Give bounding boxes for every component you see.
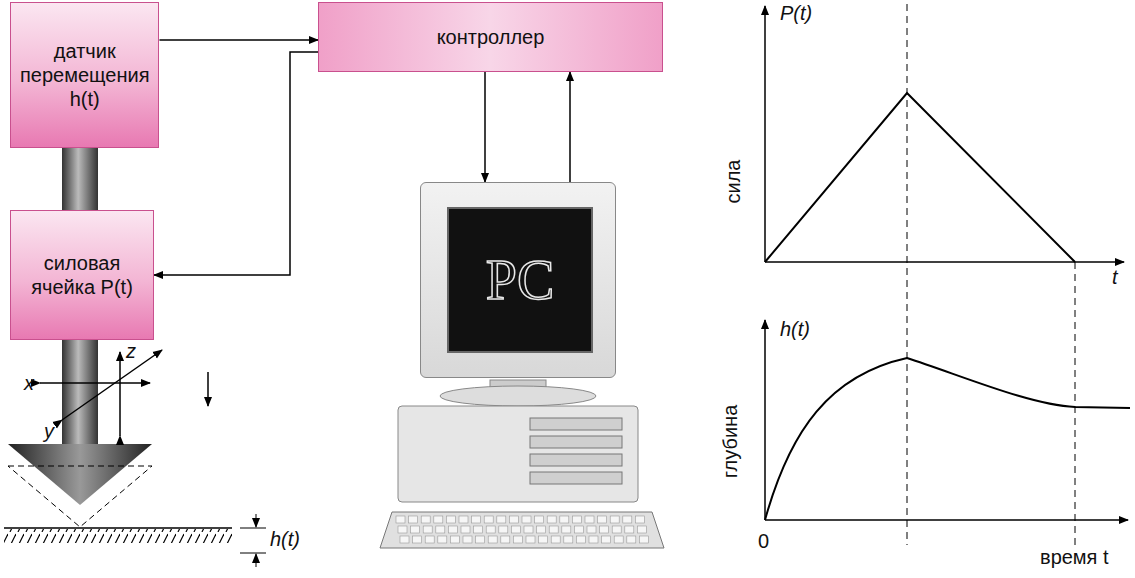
axis bbox=[764, 320, 766, 520]
axis bbox=[764, 6, 766, 262]
dimension-label: h(t) bbox=[270, 528, 300, 551]
controller-box: контроллер bbox=[318, 2, 663, 72]
axis-label: y bbox=[44, 420, 54, 443]
axis-label: t bbox=[1112, 266, 1118, 289]
shaft bbox=[62, 340, 98, 444]
axis bbox=[765, 519, 1128, 521]
axis-label: P(t) bbox=[780, 2, 812, 25]
dashed-marker bbox=[1075, 262, 1076, 545]
axis-title: сила bbox=[722, 160, 745, 204]
axis-z bbox=[119, 352, 121, 436]
motion-arrow bbox=[207, 372, 209, 406]
axis-title: время t bbox=[1040, 546, 1109, 569]
dim-line bbox=[256, 514, 257, 527]
computer-monitor: PC bbox=[420, 182, 616, 378]
signal-arrow bbox=[159, 39, 318, 41]
system-unit bbox=[398, 406, 638, 502]
sensor-box: датчик перемещения h(t) bbox=[10, 2, 159, 148]
force-curve bbox=[765, 93, 1075, 262]
surface bbox=[4, 527, 232, 529]
axis-label: x bbox=[24, 372, 34, 395]
load-cell-box: силовая ячейка P(t) bbox=[10, 210, 154, 340]
shaft bbox=[62, 148, 98, 210]
drive-bay bbox=[530, 454, 622, 466]
screen-text: PC bbox=[486, 248, 555, 312]
node-text: датчик перемещения h(t) bbox=[11, 39, 158, 111]
axis-label: 0 bbox=[758, 530, 769, 553]
signal-arrow bbox=[569, 72, 571, 182]
dim-line bbox=[240, 553, 266, 554]
dim-line bbox=[256, 554, 257, 567]
node-text: силовая ячейка P(t) bbox=[11, 251, 153, 299]
drive-bay bbox=[530, 436, 622, 448]
axis-x bbox=[40, 382, 150, 384]
keyboard-keys bbox=[396, 516, 648, 543]
indenter-outline bbox=[8, 466, 152, 527]
axis-label: z bbox=[126, 340, 136, 363]
keyboard bbox=[380, 512, 664, 548]
dashed-marker bbox=[907, 4, 908, 545]
axis bbox=[765, 261, 1124, 263]
signal-arrow bbox=[154, 52, 318, 275]
indenter-cone bbox=[8, 444, 152, 505]
axis-y bbox=[62, 350, 162, 420]
axis-title: глубина bbox=[719, 405, 742, 479]
drive-bay bbox=[530, 472, 622, 484]
node-text: контроллер bbox=[437, 25, 545, 49]
dim-line bbox=[240, 528, 266, 529]
monitor-base bbox=[440, 386, 596, 406]
monitor-screen: PC bbox=[447, 207, 593, 353]
surface-hatch bbox=[4, 529, 232, 543]
signal-arrow bbox=[484, 72, 486, 182]
axis-label: h(t) bbox=[780, 318, 810, 341]
drive-bay bbox=[530, 418, 622, 430]
